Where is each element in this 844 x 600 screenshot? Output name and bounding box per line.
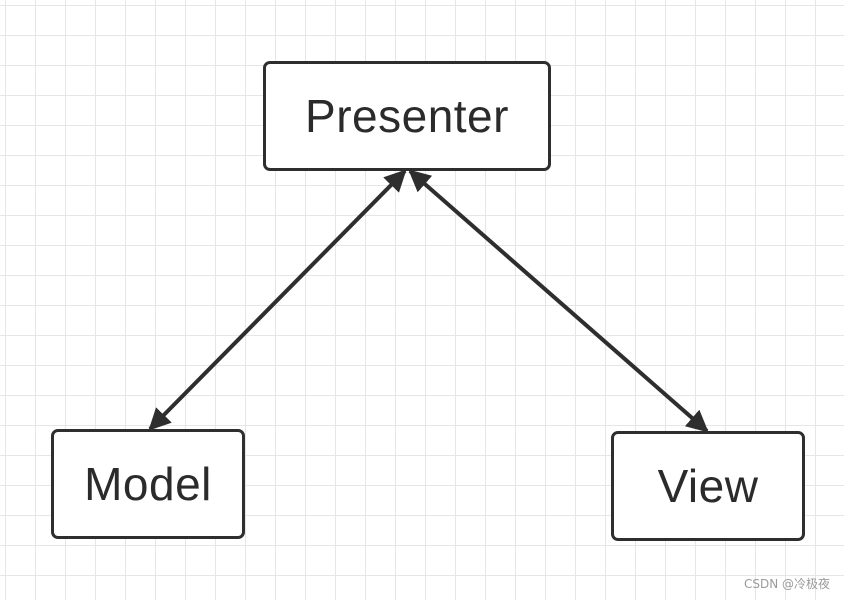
edge-presenter-model (148, 169, 407, 431)
edge-presenter-view (408, 169, 709, 433)
view-label: View (657, 460, 759, 512)
presenter-label: Presenter (305, 90, 509, 142)
model-label: Model (84, 458, 212, 510)
model-node: Model (51, 429, 245, 539)
watermark: CSDN @冷极夜 (743, 577, 830, 591)
presenter-node: Presenter (263, 61, 551, 171)
view-node: View (611, 431, 805, 541)
